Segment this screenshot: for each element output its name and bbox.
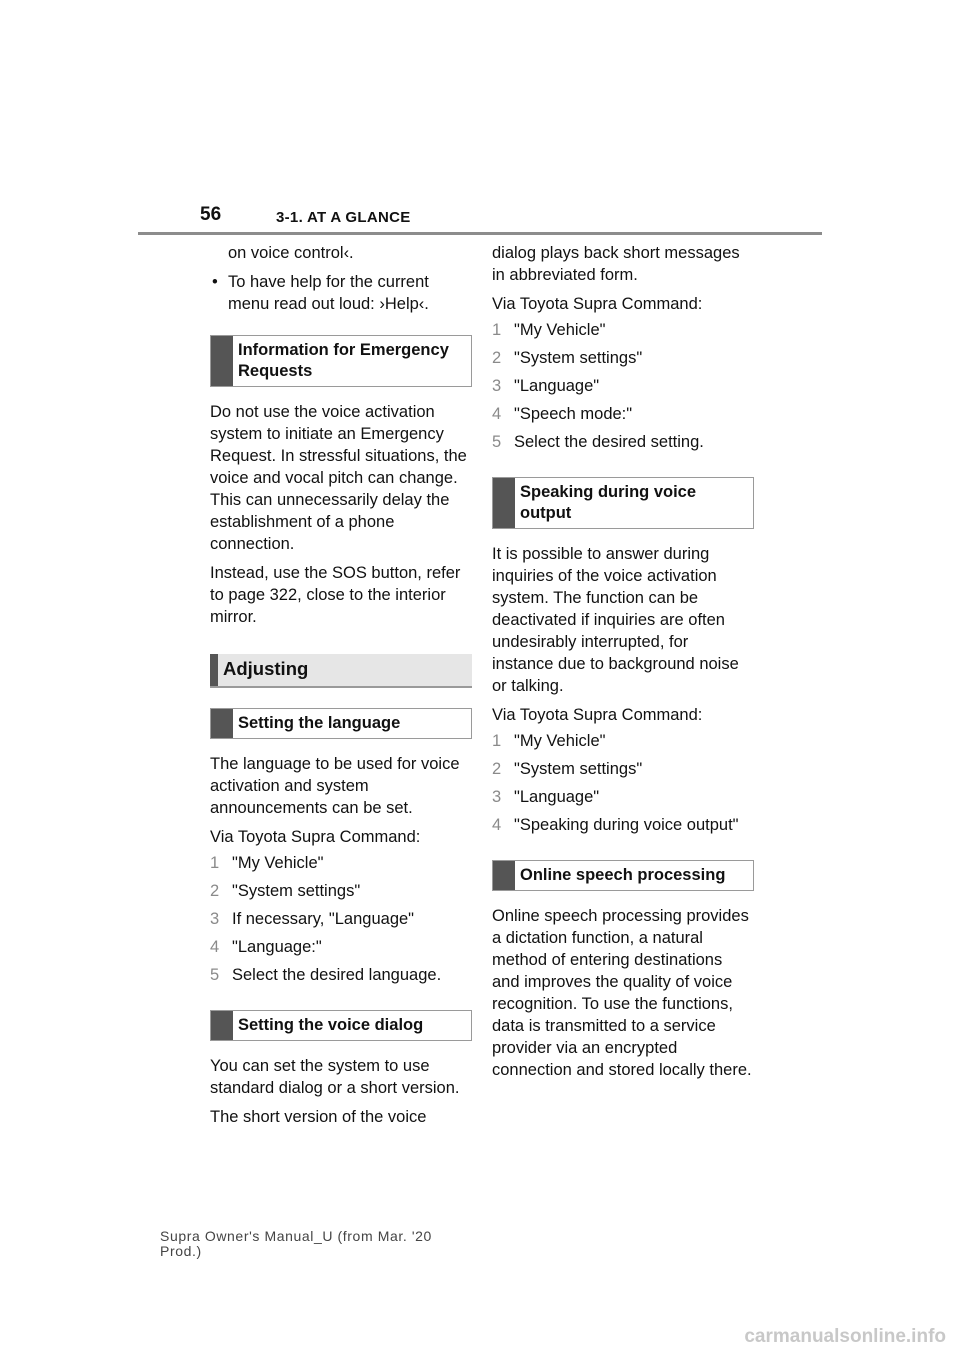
paragraph: Via Toyota Supra Command: bbox=[492, 295, 703, 313]
page-number: 56 bbox=[200, 204, 222, 225]
subheading-speaking: Speaking during voice output bbox=[492, 477, 754, 529]
watermark: carmanualsonline.info bbox=[744, 1326, 946, 1347]
paragraph: Do not use the voice activation system t… bbox=[210, 403, 467, 553]
subheading-bar bbox=[211, 1011, 233, 1040]
paragraph: Via Toyota Supra Command: bbox=[492, 706, 703, 724]
bullet-icon: • bbox=[212, 273, 218, 291]
steps-list: 1"My Vehicle" 2"System settings" 3"Langu… bbox=[492, 319, 754, 453]
paragraph: The short version of the voice bbox=[210, 1108, 427, 1126]
list-item: 1"My Vehicle" bbox=[492, 321, 606, 339]
bullet-text: To have help for the current menu read o… bbox=[228, 273, 429, 313]
list-item: 2"System settings" bbox=[210, 882, 361, 900]
header-divider bbox=[138, 232, 822, 235]
heading-text: Adjusting bbox=[223, 658, 309, 679]
subheading-bar bbox=[211, 336, 233, 386]
subheading-online: Online speech processing bbox=[492, 860, 754, 891]
subheading-text: Setting the language bbox=[238, 714, 401, 732]
list-item: 3"Language" bbox=[492, 788, 600, 806]
list-item: 3"Language" bbox=[492, 377, 600, 395]
list-item: 1"My Vehicle" bbox=[492, 732, 606, 750]
subheading-language: Setting the language bbox=[210, 708, 472, 739]
paragraph: The language to be used for voice activa… bbox=[210, 755, 460, 817]
heading-adjusting: Adjusting bbox=[210, 654, 472, 688]
right-column: dialog plays back short messages in abbr… bbox=[492, 240, 754, 1088]
subheading-emergency: Information for Emergency Requests bbox=[210, 335, 472, 387]
subheading-text: Online speech processing bbox=[520, 866, 726, 884]
paragraph: You can set the system to use standard d… bbox=[210, 1057, 460, 1097]
subheading-text: Setting the voice dialog bbox=[238, 1016, 424, 1034]
subheading-bar bbox=[493, 861, 515, 890]
list-item: 2"System settings" bbox=[492, 760, 643, 778]
page-header: 56 3-1. AT A GLANCE bbox=[0, 0, 960, 240]
paragraph: Online speech processing provides a dict… bbox=[492, 907, 752, 1079]
left-column: on voice control‹. • To have help for th… bbox=[210, 240, 472, 1135]
paragraph: Via Toyota Supra Command: bbox=[210, 828, 421, 846]
bullet-item: • To have help for the current menu read… bbox=[210, 271, 472, 315]
subheading-bar bbox=[211, 709, 233, 738]
page-footer: Supra Owner's Manual_U (from Mar. '20 Pr… bbox=[160, 1228, 432, 1259]
list-item: 4"Speech mode:" bbox=[492, 405, 633, 423]
subheading-voice-dialog: Setting the voice dialog bbox=[210, 1010, 472, 1041]
list-item: 4"Speaking during voice output" bbox=[492, 816, 739, 834]
list-item: 1"My Vehicle" bbox=[210, 854, 324, 872]
heading-bar bbox=[210, 654, 218, 686]
steps-list: 1"My Vehicle" 2"System settings" 3"Langu… bbox=[492, 730, 754, 836]
paragraph: It is possible to answer during inquirie… bbox=[492, 545, 739, 695]
continued-line: on voice control‹. bbox=[228, 244, 354, 262]
list-item: 2"System settings" bbox=[492, 349, 643, 367]
subheading-text: Information for Emergency Requests bbox=[238, 341, 449, 380]
subheading-bar bbox=[493, 478, 515, 528]
paragraph: Instead, use the SOS button, refer to pa… bbox=[210, 564, 461, 626]
list-item: 4"Language:" bbox=[210, 938, 322, 956]
paragraph: dialog plays back short messages in abbr… bbox=[492, 244, 740, 284]
section-title: 3-1. AT A GLANCE bbox=[276, 209, 411, 226]
subheading-text: Speaking during voice output bbox=[520, 483, 697, 522]
